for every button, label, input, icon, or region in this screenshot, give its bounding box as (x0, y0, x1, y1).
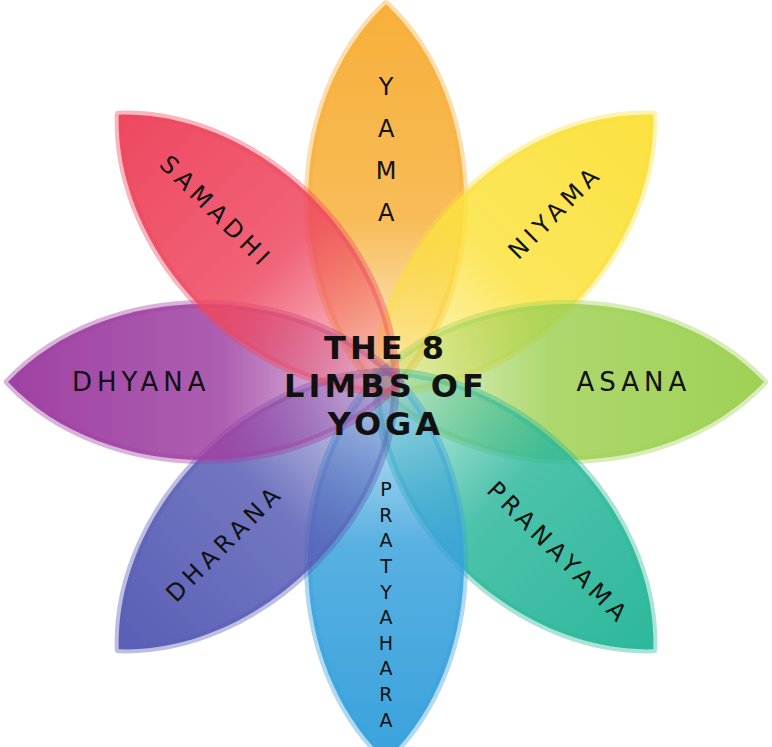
limb-label: ASANA (577, 367, 692, 398)
limb-label: PRATYAHARA (376, 477, 397, 733)
limb-label: YAMA (373, 66, 399, 234)
diagram-title: THE 8 LIMBS OF YOGA (256, 329, 516, 444)
limb-label: DHYANA (72, 367, 210, 398)
title-holder: THE 8 LIMBS OF YOGA (256, 329, 516, 444)
